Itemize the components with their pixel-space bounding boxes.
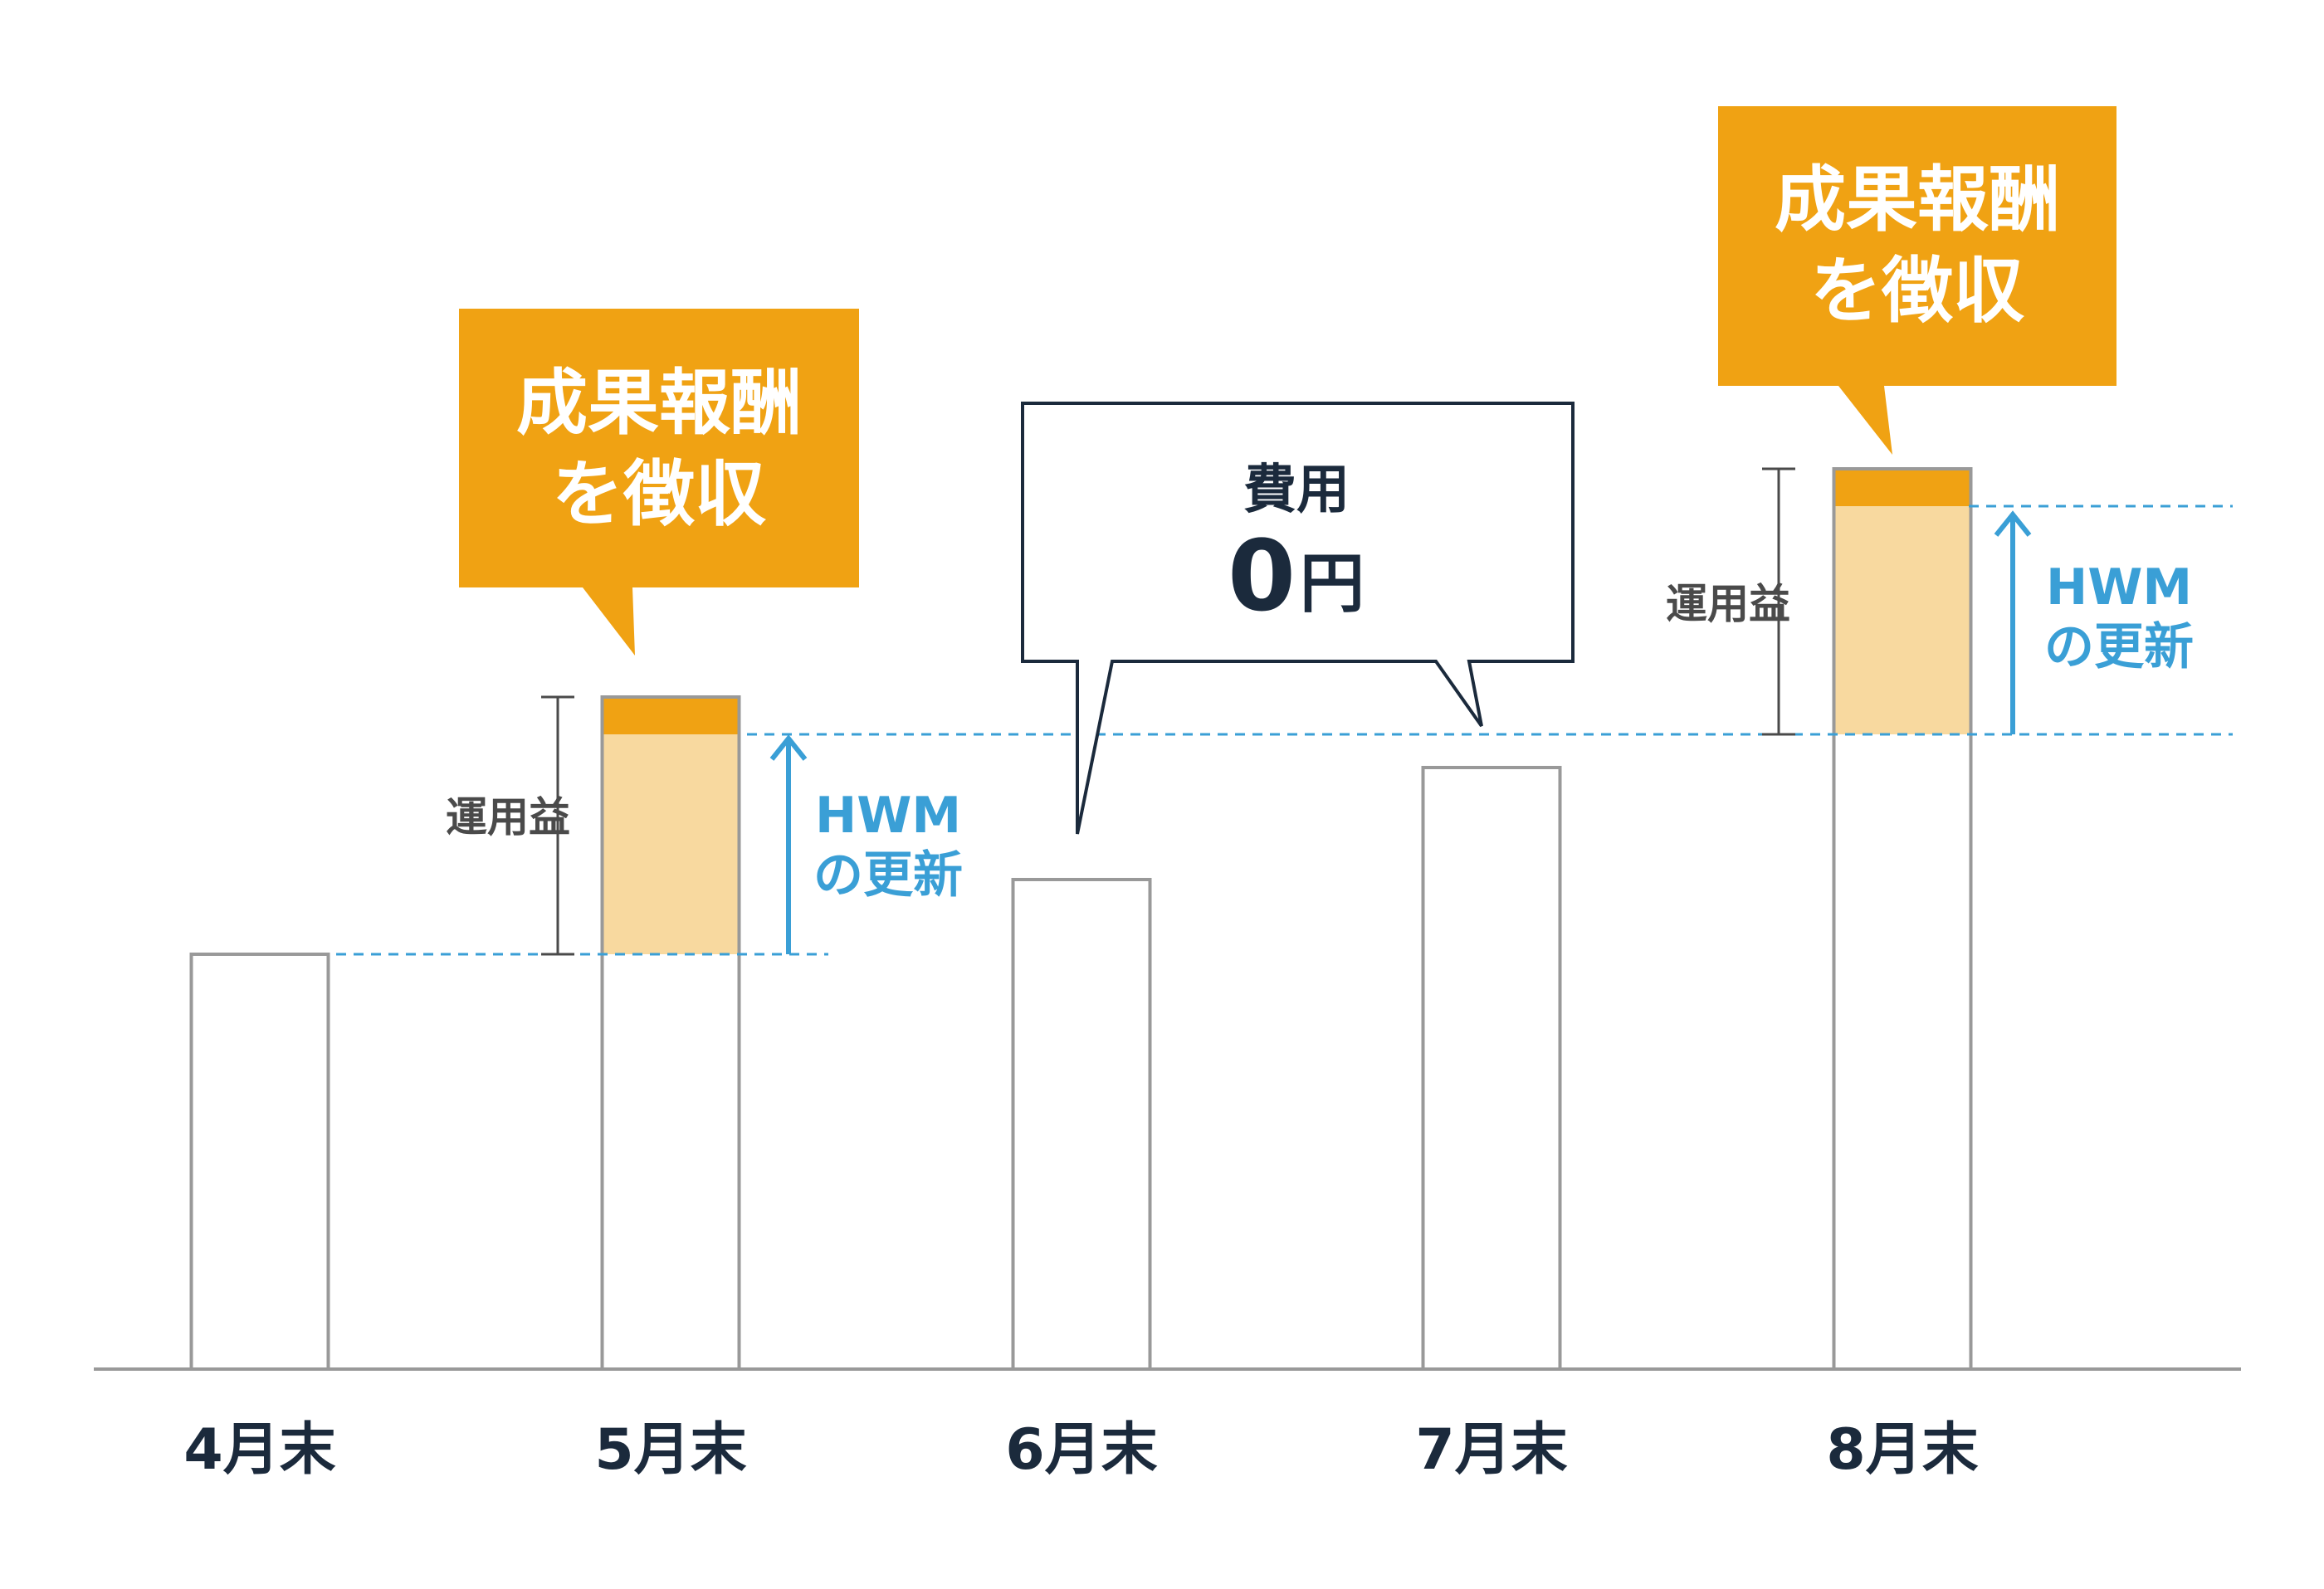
hwm-arrow-aug — [1994, 510, 2032, 734]
bars-group — [189, 467, 1973, 1371]
gain-segment-5 — [1833, 506, 1971, 734]
zero-fee-callout-bubble — [1021, 402, 1575, 835]
fee-callout-may: 成果報酬 を徴収 — [459, 309, 859, 656]
hwm-label-may-line2: の更新 — [813, 846, 963, 904]
zero-fee-amount: 0 — [1228, 519, 1296, 633]
bar-1 — [189, 953, 330, 1371]
category-label-5: 8月末 — [1826, 1417, 1978, 1483]
hwm-label-may-line1: HWM — [815, 787, 961, 845]
hwm-label-aug-line1: HWM — [2046, 558, 2192, 617]
hwm-label-aug-line2: の更新 — [2044, 618, 2194, 676]
gain-bracket-aug — [1762, 467, 1795, 736]
bar-5 — [1832, 467, 1973, 1371]
zero-fee-callout-line1: 費用 — [1243, 460, 1350, 521]
category-label-4: 7月末 — [1415, 1417, 1567, 1483]
hwm-arrow-may — [769, 734, 808, 954]
category-label-1: 4月末 — [183, 1417, 335, 1483]
fee-segment-5 — [1833, 469, 1971, 506]
fee-callout-aug-bubble — [1718, 106, 2116, 455]
category-labels: 4月末 5月末 6月末 7月末 8月末 — [183, 1417, 1978, 1483]
bar-4 — [1421, 766, 1562, 1371]
zero-fee-callout: 費用 0 円 — [1021, 402, 1575, 835]
fee-callout-may-line2: を徴収 — [552, 453, 766, 536]
zero-fee-unit: 円 — [1300, 547, 1365, 621]
fee-callout-may-bubble — [459, 309, 859, 656]
gain-label-aug: 運用益 — [1666, 580, 1790, 628]
fee-callout-aug: 成果報酬 を徴収 — [1718, 106, 2116, 455]
bar-2 — [600, 695, 741, 1371]
gain-label-may: 運用益 — [446, 793, 570, 841]
gain-segment-2 — [602, 734, 740, 954]
gain-bracket-may — [541, 695, 574, 956]
bar-3 — [1011, 878, 1152, 1371]
fee-segment-2 — [602, 697, 740, 734]
fee-callout-aug-line2: を徴収 — [1810, 250, 2024, 333]
fee-callout-aug-line1: 成果報酬 — [1775, 158, 2060, 241]
category-label-3: 6月末 — [1005, 1417, 1157, 1483]
fee-callout-may-line1: 成果報酬 — [516, 362, 802, 445]
category-label-2: 5月末 — [594, 1417, 746, 1483]
